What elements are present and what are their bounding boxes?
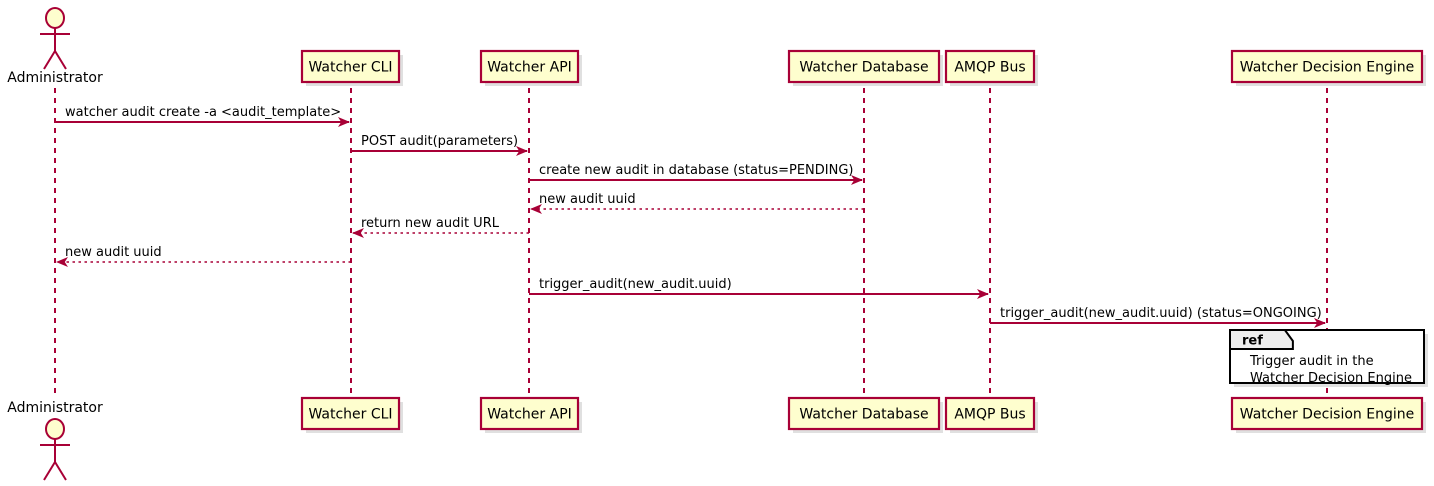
ref-body-line-1: Trigger audit in the — [1249, 354, 1374, 369]
participant-label: Watcher Decision Engine — [1240, 407, 1414, 423]
participant-api-bottom[interactable]: Watcher API — [479, 396, 582, 433]
message-1-actor-to-cli[interactable]: watcher audit create -a <audit_template> — [55, 105, 350, 127]
message-4-db-to-api[interactable]: new audit uuid — [530, 192, 864, 214]
message-label: watcher audit create -a <audit_template> — [65, 105, 341, 120]
participant-boxes-bottom[interactable]: Watcher CLI Watcher API Watcher Database AM… — [300, 396, 1426, 433]
participant-db-bottom[interactable]: Watcher Database — [787, 396, 943, 433]
actor-figure-top — [40, 7, 70, 70]
message-label: return new audit URL — [361, 216, 500, 231]
participant-amqp-top[interactable]: AMQP Bus — [944, 49, 1038, 86]
participant-api-top[interactable]: Watcher API — [479, 49, 582, 86]
participant-label: Watcher CLI — [308, 60, 392, 76]
actor-bottom: Administrator — [7, 400, 103, 481]
participant-label: Watcher Database — [799, 60, 928, 76]
participant-box[interactable] — [944, 396, 1036, 431]
message-label: POST audit(parameters) — [361, 134, 518, 149]
participant-label: Watcher Database — [799, 407, 928, 423]
participant-box[interactable] — [1230, 49, 1424, 84]
actor-figure-bottom — [40, 418, 70, 481]
participant-label: AMQP Bus — [954, 60, 1025, 76]
message-label: trigger_audit(new_audit.uuid) — [539, 277, 732, 292]
participant-wde-bottom[interactable]: Watcher Decision Engine — [1230, 396, 1426, 433]
participant-label: Watcher API — [487, 407, 572, 423]
participant-box[interactable] — [787, 49, 941, 84]
participant-box[interactable] — [1230, 396, 1424, 431]
participant-box[interactable] — [300, 396, 401, 431]
participant-box[interactable] — [944, 49, 1036, 84]
message-7-api-to-amqp[interactable]: trigger_audit(new_audit.uuid) — [529, 277, 989, 299]
participant-db-top[interactable]: Watcher Database — [787, 49, 943, 86]
messages-layer[interactable]: watcher audit create -a <audit_template>… — [55, 105, 1326, 328]
participant-label: AMQP Bus — [954, 407, 1025, 423]
participant-label: Watcher API — [487, 60, 572, 76]
participant-boxes-top[interactable]: Watcher CLI Watcher API Watcher Database AM… — [300, 49, 1426, 86]
participant-box[interactable] — [479, 49, 580, 84]
participant-cli-bottom[interactable]: Watcher CLI — [300, 396, 403, 433]
participant-box[interactable] — [300, 49, 401, 84]
participant-label: Watcher Decision Engine — [1240, 60, 1414, 76]
lifelines-layer — [54, 88, 1328, 398]
ref-tab — [1229, 329, 1294, 350]
actor-label-bottom: Administrator — [7, 400, 103, 416]
participant-amqp-bottom[interactable]: AMQP Bus — [944, 396, 1038, 433]
message-label: new audit uuid — [65, 245, 162, 260]
participant-box[interactable] — [787, 396, 941, 431]
message-label: new audit uuid — [539, 192, 636, 207]
message-8-amqp-to-wde[interactable]: trigger_audit(new_audit.uuid) (status=ON… — [990, 306, 1326, 328]
message-label: trigger_audit(new_audit.uuid) (status=ON… — [1000, 306, 1322, 321]
message-3-api-to-db[interactable]: create new audit in database (status=PEN… — [529, 163, 863, 185]
actor-top: Administrator — [7, 7, 103, 86]
participant-label: Watcher CLI — [308, 407, 392, 423]
message-label: create new audit in database (status=PEN… — [539, 163, 854, 178]
message-5-api-to-cli[interactable]: return new audit URL — [352, 216, 529, 238]
actor-label-top: Administrator — [7, 70, 103, 86]
participant-cli-top[interactable]: Watcher CLI — [300, 49, 403, 86]
ref-keyword-label: ref — [1242, 334, 1263, 349]
actor-head-icon — [45, 7, 65, 29]
ref-body-line-2: Watcher Decision Engine — [1250, 371, 1412, 386]
participant-box[interactable] — [479, 396, 580, 431]
message-6-cli-to-actor[interactable]: new audit uuid — [56, 245, 351, 267]
actor-head-icon — [45, 418, 65, 440]
message-2-cli-to-api[interactable]: POST audit(parameters) — [351, 134, 528, 156]
participant-wde-top[interactable]: Watcher Decision Engine — [1230, 49, 1426, 86]
